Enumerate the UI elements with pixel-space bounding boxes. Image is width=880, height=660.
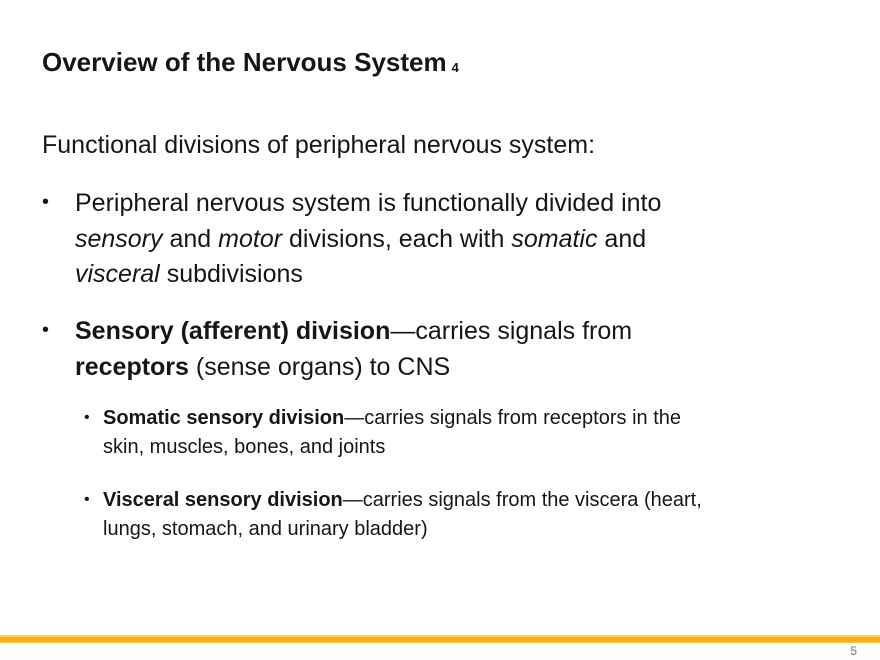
subbullet-visceral-sensory-division: • Visceral sensory division—carries sign… bbox=[84, 486, 864, 544]
bullet-marker: • bbox=[84, 491, 90, 508]
bullet-marker: • bbox=[42, 319, 50, 341]
subbullet-somatic-sensory-division: • Somatic sensory division—carries signa… bbox=[84, 404, 864, 462]
bullet-marker: • bbox=[42, 191, 50, 213]
bullet-sensory-afferent-division: • Sensory (afferent) division—carries si… bbox=[42, 314, 832, 385]
intro-line: Functional divisions of peripheral nervo… bbox=[42, 131, 596, 159]
bullet-text: Sensory (afferent) division—carries sign… bbox=[75, 317, 633, 381]
page-number: 5 bbox=[850, 644, 857, 658]
slide-title-superscript: 4 bbox=[451, 60, 459, 75]
footer-strip bbox=[0, 643, 880, 660]
accent-bar bbox=[0, 635, 880, 643]
bullet-text: Peripheral nervous system is functionall… bbox=[75, 189, 662, 288]
bullet-text: Visceral sensory division—carries signal… bbox=[103, 489, 702, 540]
slide-title-text: Overview of the Nervous System bbox=[42, 47, 447, 77]
slide-title: Overview of the Nervous System 4 bbox=[42, 47, 459, 82]
bullet-marker: • bbox=[84, 409, 90, 426]
bullet-peripheral-division: • Peripheral nervous system is functiona… bbox=[42, 186, 832, 293]
bullet-text: Somatic sensory division—carries signals… bbox=[103, 407, 681, 458]
